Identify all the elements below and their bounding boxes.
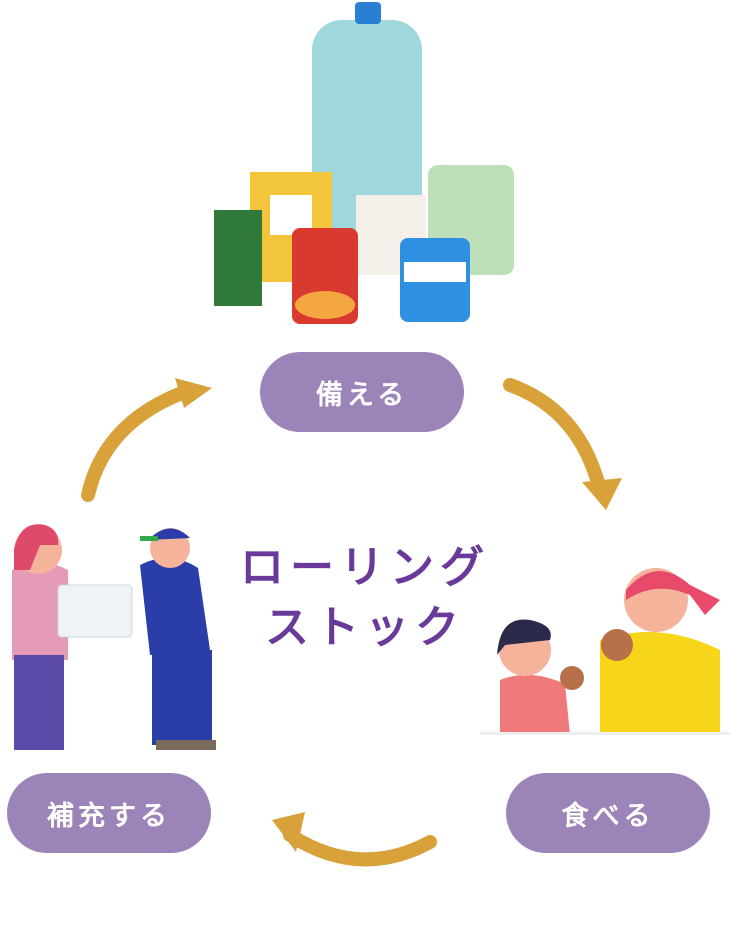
arrow-right-down (503, 378, 607, 497)
arrowhead-icon (175, 378, 212, 408)
step-replenish-button: 補充する (7, 773, 211, 853)
emergency-food-illustration (214, 2, 514, 324)
center-title-line2: ストック (265, 602, 465, 653)
arrow-left-up (81, 383, 197, 502)
family-eating-illustration (480, 568, 730, 735)
arrowhead-icon (582, 478, 622, 510)
arrow-bottom-left (283, 828, 437, 867)
step-prepare-button: 備える (260, 352, 464, 432)
cycle-arrows (81, 378, 607, 867)
delivery-illustration (12, 524, 216, 750)
center-title-line1: ローリング (240, 542, 490, 593)
arrowhead-icon (272, 812, 305, 852)
step-eat-button: 食べる (506, 773, 710, 853)
